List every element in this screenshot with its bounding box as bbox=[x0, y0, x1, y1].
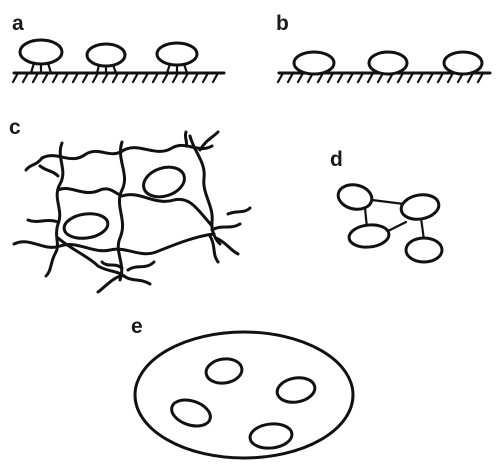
panel-e: e bbox=[131, 315, 355, 460]
panel-b: b bbox=[276, 12, 492, 84]
cluster-cell-d3 bbox=[347, 223, 391, 249]
adherent-cell-a3 bbox=[155, 41, 199, 75]
encapsulated-cell-e4 bbox=[248, 422, 294, 450]
panel-label-a: a bbox=[12, 12, 24, 35]
panel-a: a bbox=[11, 12, 226, 84]
surface-hatching-b bbox=[276, 71, 485, 84]
panel-d: d bbox=[330, 148, 444, 264]
panel-label-c: c bbox=[9, 116, 21, 139]
enclosing-capsule-e bbox=[133, 330, 355, 460]
panel-c: c bbox=[9, 116, 252, 294]
flat-cell-b3 bbox=[442, 50, 484, 76]
panel-label-d: d bbox=[330, 148, 343, 171]
cluster-cell-d1 bbox=[336, 183, 374, 211]
cluster-cell-d2 bbox=[399, 193, 441, 221]
flat-cell-b2 bbox=[367, 50, 409, 76]
encapsulated-cell-e2 bbox=[275, 376, 317, 404]
embedded-cell-c2 bbox=[62, 212, 110, 240]
embedded-cell-c1 bbox=[142, 165, 186, 199]
cluster-cell-d4 bbox=[404, 236, 444, 264]
encapsulated-cell-e3 bbox=[170, 398, 212, 428]
panel-label-e: e bbox=[131, 315, 143, 338]
adherent-cell-a1 bbox=[18, 38, 64, 75]
surface-hatching-a bbox=[11, 71, 220, 84]
fiber-network bbox=[12, 130, 252, 294]
flat-cell-b1 bbox=[292, 50, 336, 76]
panel-label-b: b bbox=[276, 12, 289, 35]
encapsulated-cell-e1 bbox=[204, 357, 244, 385]
adherent-cell-a2 bbox=[85, 42, 127, 75]
